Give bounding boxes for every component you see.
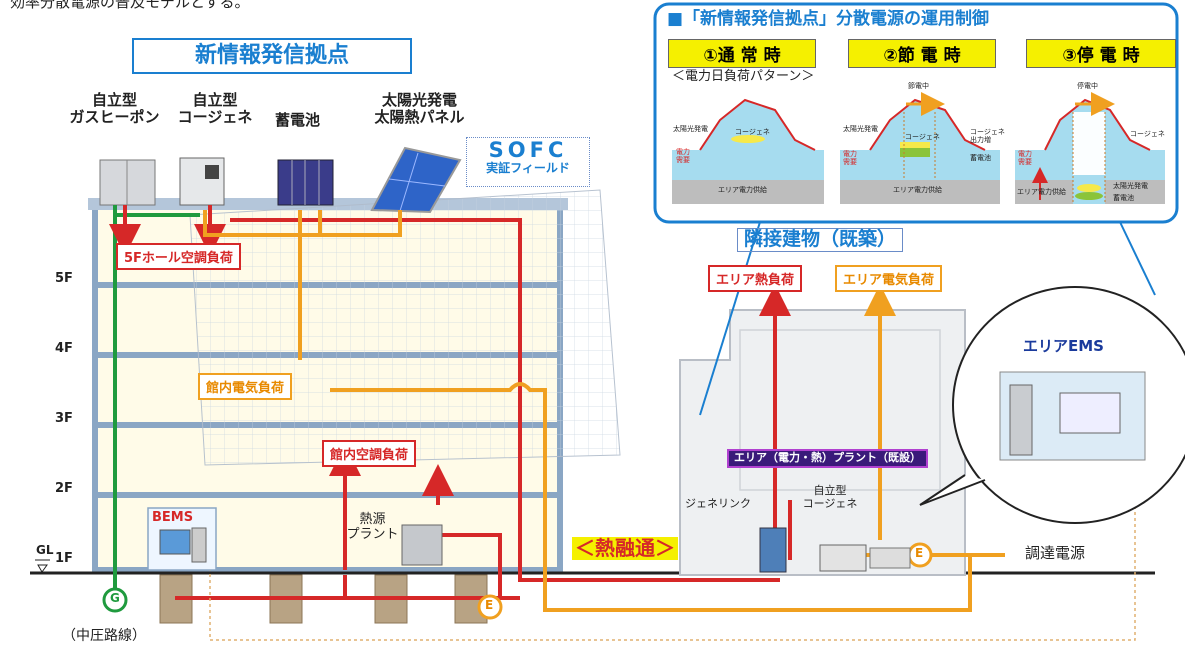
label-solar: 太陽光発電太陽熱パネル [374,91,465,127]
meter-e-label: E [485,598,494,612]
c2-cogen-up-label: コージェネ出力増 [970,128,1005,145]
floor-4f: 4F [55,341,73,356]
inset-mode-saving: ②節 電 時 [848,39,996,68]
load-5f-hall: 5Fホール空調負荷 [116,243,241,270]
c2-tag-label: 節電中 [908,82,929,90]
meter-e-label-2: E [915,546,924,560]
sofc-net-panel [189,189,621,466]
heat-exchange-label: ＜熱融通＞ [572,537,678,560]
floor-5f: 5F [55,271,73,286]
load-area-heat: エリア熱負荷 [708,265,803,292]
meter-g-label: G [110,591,120,605]
midvoltage-label: （中圧路線） [62,628,146,644]
floor-1f: 1F [55,551,73,566]
rooftop-equipment [99,146,462,214]
c3-solar-label: 太陽光発電 [1113,182,1148,190]
c2-demand-label: 電力需要 [843,150,857,167]
power-meter-icon [477,594,503,620]
label-battery: 蓄電池 [275,111,321,129]
inset-chart-blackout [1015,92,1165,204]
inset-mode-blackout: ③停 電 時 [1026,39,1176,68]
c1-demand-label: 電力需要 [676,148,690,165]
label-gas-heatpump: 自立型ガスヒーポン [69,91,160,127]
neighbor-title: 隣接建物（既築） [737,228,904,252]
area-plant-label: エリア（電力・熱）プラント（既設） [727,449,928,468]
c2-cogen-label: コージェネ [905,133,940,141]
floor-2f: 2F [55,481,73,496]
genelink-label: ジェネリンク [685,497,751,510]
load-ac-inhouse: 館内空調負荷 [322,440,417,467]
inset-chart-saving [840,92,1000,204]
c2-solar-label: 太陽光発電 [843,125,878,133]
c3-demand-label: 電力需要 [1018,150,1032,167]
label-cogen: 自立型コージェネ [177,91,253,127]
procured-power-label: 調達電源 [1025,544,1086,562]
main-title: 新情報発信拠点 [132,38,412,74]
neighbor-building [679,309,966,576]
c1-area-label: エリア電力供給 [718,186,767,194]
load-area-elec: エリア電気負荷 [835,265,943,292]
c2-battery-label: 蓄電池 [970,154,991,162]
floor-3f: 3F [55,411,73,426]
gas-meter-icon [102,587,128,613]
top-text: 効率分散電源の普及モデルとする。 [10,0,250,11]
c1-cogen-label: コージェネ [735,128,770,136]
c3-tag-label: 停電中 [1077,82,1098,90]
c3-battery-label: 蓄電池 [1113,194,1134,202]
area-ems-label: エリアEMS [1023,337,1104,355]
inset-chart-normal [672,98,824,204]
bems-label: BEMS [152,510,194,525]
load-elec-inhouse: 館内電気負荷 [198,373,293,400]
inset-title: ■「新情報発信拠点」分散電源の運用制御 [667,9,990,29]
c1-solar-label: 太陽光発電 [673,125,708,133]
cogen2-label: 自立型コージェネ [802,484,858,510]
inset-pattern-label: ＜電力日負荷パターン＞ [672,69,815,84]
c3-cogen-label: コージェネ [1130,130,1165,138]
gl-label: GL [36,543,54,557]
inset-mode-normal: ①通 常 時 [668,39,816,68]
sofc-box: SOFC 実証フィールド [466,137,590,187]
c2-area-label: エリア電力供給 [893,186,942,194]
c3-area-label: エリア電力供給 [1017,188,1066,196]
heat-plant-label: 熱源プラント [346,512,399,542]
